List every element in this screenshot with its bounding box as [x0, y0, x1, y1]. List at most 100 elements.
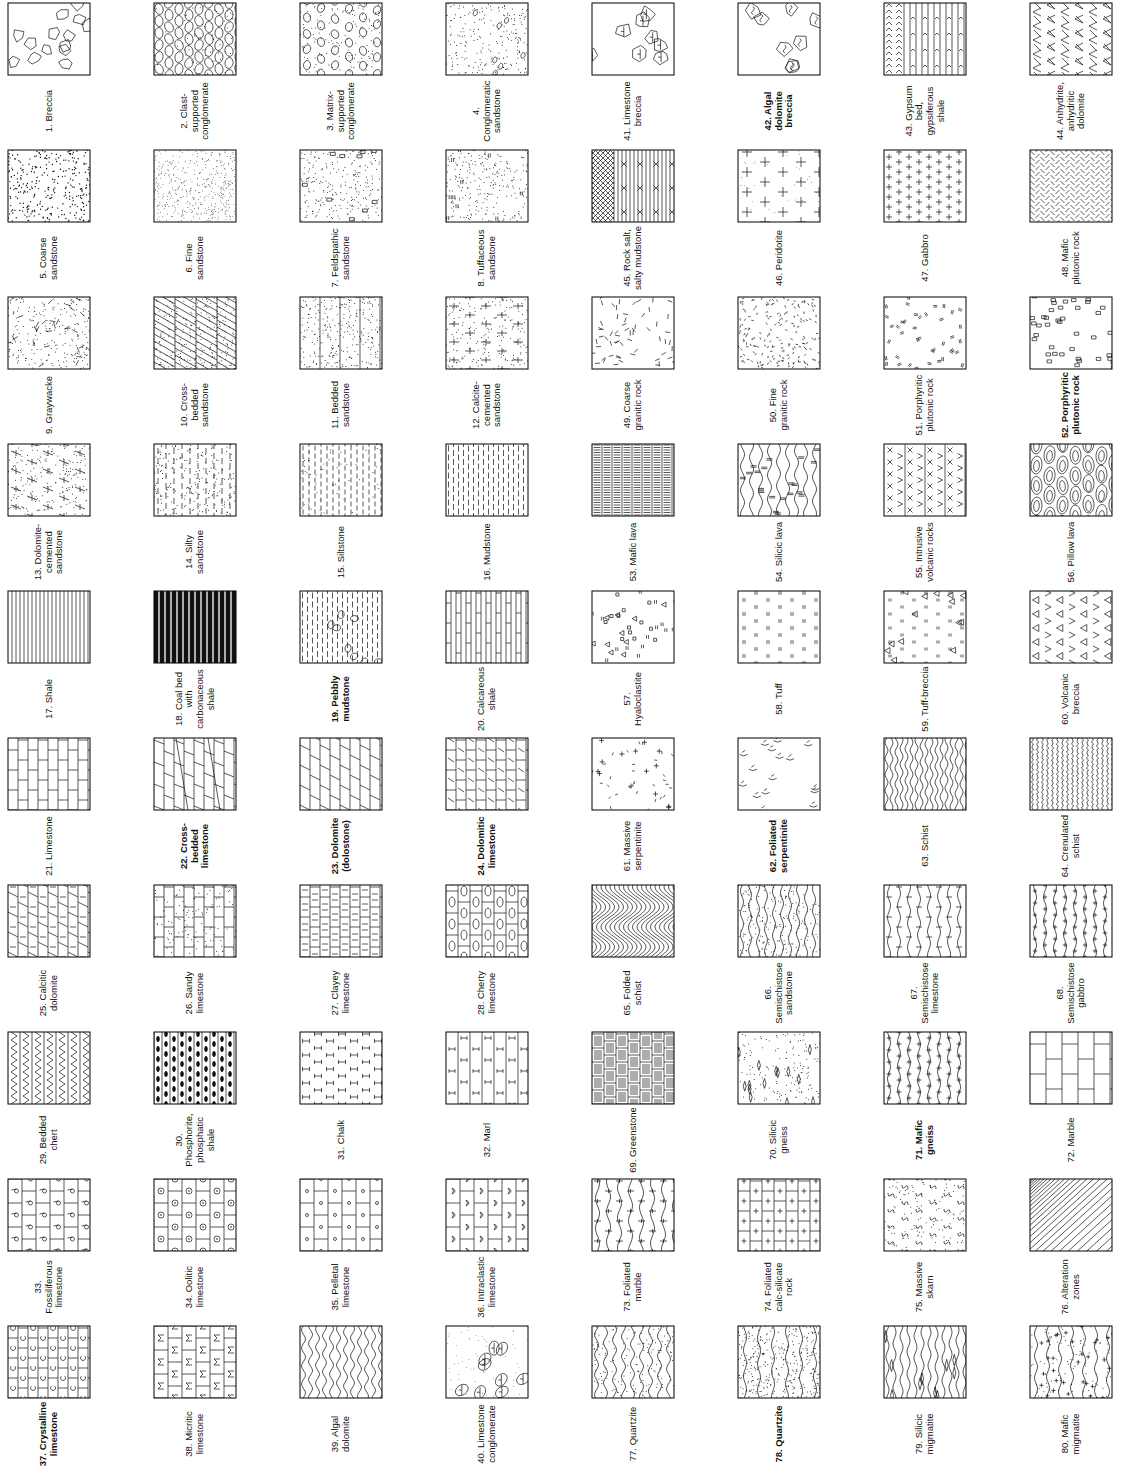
pattern-lines — [449, 444, 529, 516]
pattern-fill — [738, 1179, 820, 1251]
label-holder: 56. Pillow lava — [1023, 519, 1119, 585]
swatch-border — [592, 738, 674, 810]
lithology-swatch — [592, 1016, 676, 1118]
pattern-label: 71. Mafic gneiss — [914, 1107, 935, 1173]
pattern-fill — [303, 591, 383, 663]
pattern-fill — [300, 444, 382, 516]
pattern-fill — [888, 444, 967, 516]
label-holder: 43. Gypsum bed, gypsiferous shale — [877, 78, 973, 144]
lithology-swatch — [884, 736, 968, 810]
pattern-lines — [743, 591, 820, 663]
lithology-swatch — [446, 864, 530, 979]
pattern-dots — [8, 297, 90, 369]
pattern-label: 56. Pillow lava — [1066, 519, 1077, 585]
pattern-fill — [1033, 3, 1112, 75]
label-holder: 52. Porphyritic plutonic rock — [1023, 372, 1119, 438]
pattern-dots — [154, 885, 236, 956]
pattern-label: 24. Dolomitic limestone — [476, 813, 497, 879]
label-rotator: 26. Sandy limestone — [147, 960, 243, 1026]
pattern-lines — [300, 885, 382, 957]
swatch-border — [446, 1326, 528, 1398]
label-holder: 60. Volcanic breccia — [1023, 666, 1119, 732]
label-holder: 32. Marl — [439, 1107, 535, 1173]
swatch-border — [1030, 150, 1112, 222]
pattern-fill — [303, 1032, 383, 1104]
swatch-border — [884, 444, 966, 516]
pattern-label: 31. Chalk — [336, 1107, 347, 1173]
label-holder: 54. Silicic lava — [731, 519, 827, 585]
pattern-label: 7. Feldspathic sandstone — [330, 225, 351, 291]
pattern-fill — [886, 150, 966, 222]
pattern-fill — [154, 1032, 236, 1104]
pattern-lines — [446, 738, 528, 810]
pattern-dots — [160, 1179, 232, 1251]
label-rotator: 62. Foliated serpentinite — [731, 813, 827, 879]
pattern-dots — [154, 297, 236, 369]
label-holder: 46. Peridotite — [731, 225, 827, 291]
label-holder: 48. Mafic plutonic rock — [1023, 225, 1119, 291]
pattern-fill — [740, 444, 820, 516]
pattern-fill — [154, 1179, 236, 1251]
label-holder: 20. Calcareous shale — [439, 666, 535, 732]
pattern-lines — [887, 1032, 967, 1104]
label-rotator: 50. Fine granitic rock — [731, 372, 827, 438]
label-holder: 11. Bedded sandstone — [293, 372, 389, 438]
pattern-fill — [592, 6, 668, 65]
label-holder: 61. Massive serpentinite — [585, 813, 681, 879]
pattern-lines — [1033, 591, 1113, 663]
label-holder: 77. Quartzite — [585, 1401, 681, 1467]
lithology-swatch — [738, 883, 824, 957]
pattern-fill — [594, 1179, 674, 1251]
pattern-lines — [594, 444, 675, 516]
pattern-dots — [592, 1326, 674, 1398]
label-rotator: 31. Chalk — [293, 1107, 389, 1173]
pattern-label: 28. Cherty limestone — [476, 960, 497, 1026]
pattern-fill — [1031, 1326, 1113, 1398]
lithology-swatch — [154, 867, 244, 977]
pattern-lines — [885, 297, 964, 369]
pattern-lines — [738, 1045, 815, 1104]
label-holder: 2. Clast-supported conglomerate — [147, 78, 243, 144]
pattern-dots — [446, 3, 528, 75]
pattern-fill — [302, 1326, 383, 1398]
label-rotator: 40. Limestone conglomerate — [439, 1401, 535, 1467]
lithology-swatch — [884, 1024, 972, 1113]
pattern-lines — [739, 738, 819, 810]
pattern-lines — [886, 150, 966, 222]
swatch-border — [592, 297, 674, 369]
pattern-label: 14. Silty sandstone — [184, 519, 205, 585]
lithology-swatch — [8, 591, 90, 663]
lithology-swatch — [300, 715, 390, 830]
pattern-lines — [592, 738, 673, 810]
pattern-lines — [8, 297, 90, 367]
lithology-swatch — [300, 1166, 384, 1276]
pattern-fill — [154, 1326, 236, 1398]
pattern-fill — [8, 297, 90, 369]
pattern-label: 18. Coal bed with carbonaceous shale — [174, 666, 217, 732]
label-holder: 66. Semischistose sandstone — [731, 960, 827, 1026]
label-holder: 19. Pebbly mudstone — [293, 666, 389, 732]
label-holder: 63. Schist — [877, 813, 973, 879]
pattern-fill — [446, 1179, 528, 1251]
pattern-label: 75. Massive skarn — [914, 1254, 935, 1320]
swatch-border — [8, 1032, 90, 1104]
pattern-lines — [303, 444, 382, 516]
label-holder: 29. Bedded chert — [1, 1107, 97, 1173]
label-holder: 75. Massive skarn — [877, 1254, 973, 1320]
pattern-lines — [154, 1326, 236, 1398]
pattern-lines — [449, 297, 528, 369]
label-rotator: 60. Volcanic breccia — [1023, 666, 1119, 732]
lithology-swatch — [300, 1324, 389, 1398]
label-rotator: 5. Coarse sandstone — [1, 225, 97, 291]
pattern-fill — [1030, 1032, 1112, 1104]
swatch-border — [300, 1032, 382, 1104]
swatch-border — [1030, 1179, 1112, 1251]
lithology-swatch — [1030, 1179, 1129, 1340]
label-rotator: 47. Gabbro — [877, 225, 973, 291]
label-rotator: 10. Cross-bedded sandstone — [147, 372, 243, 438]
pattern-fill — [300, 150, 382, 222]
swatch-border — [8, 150, 90, 222]
pattern-label: 37. Crystalline limestone — [38, 1401, 59, 1467]
pattern-label: 27. Clayey limestone — [330, 960, 351, 1026]
